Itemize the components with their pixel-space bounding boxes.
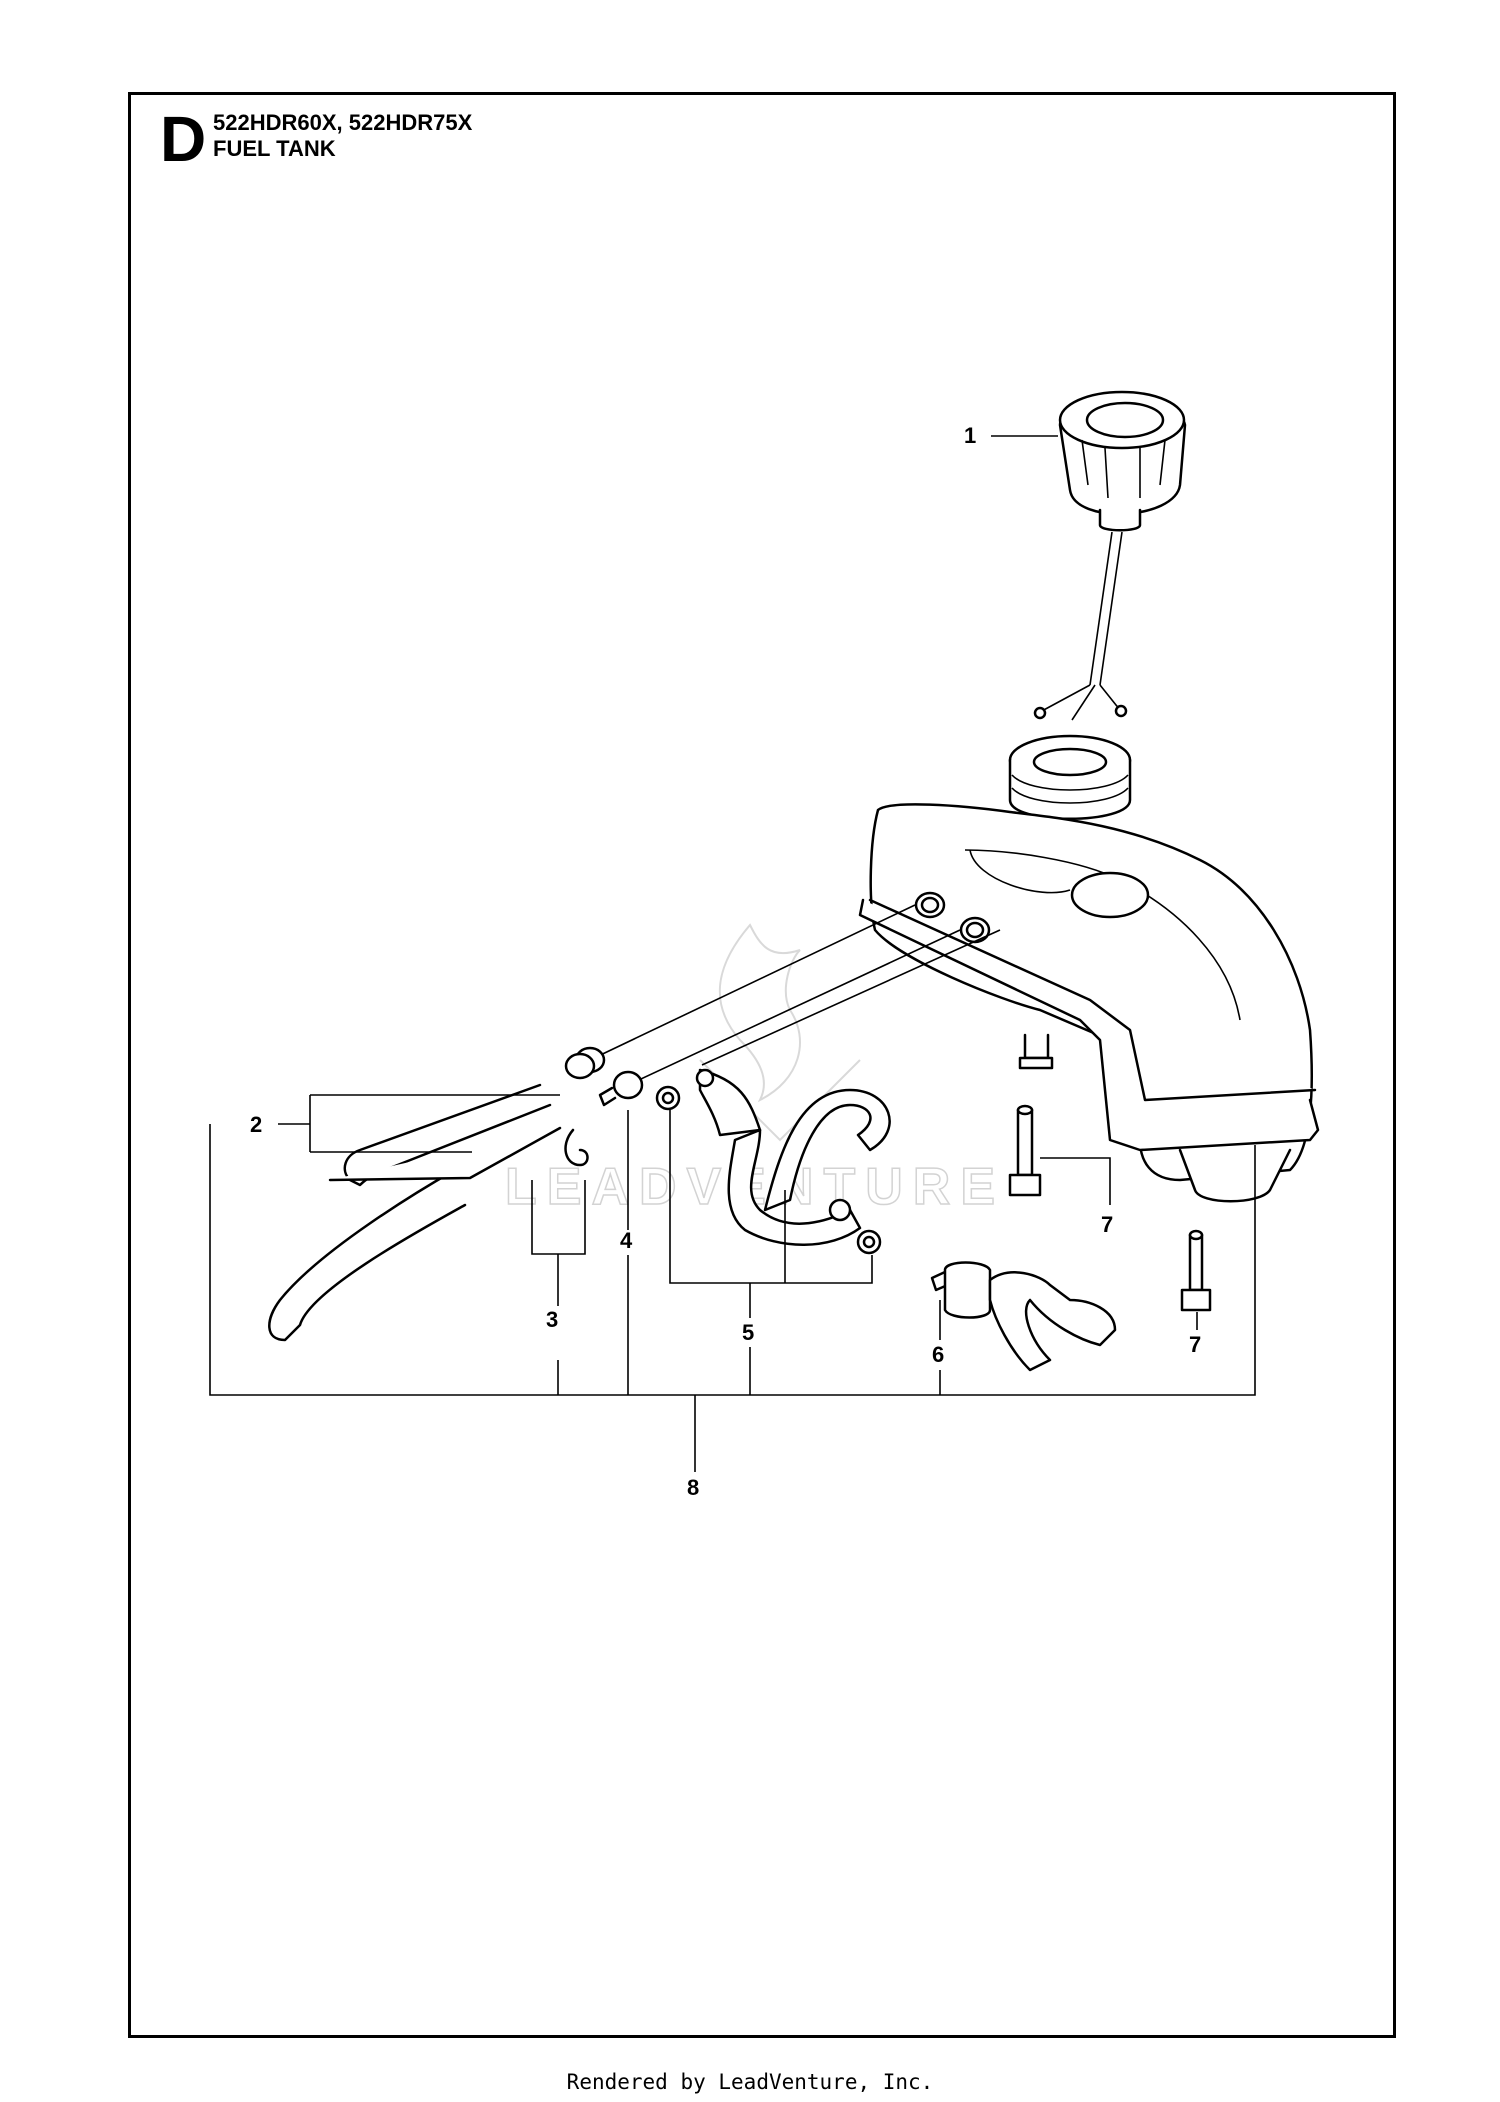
diagram-frame <box>128 92 1396 2038</box>
bolt-icon <box>1008 1104 1212 1312</box>
diagram-title: FUEL TANK <box>213 136 336 161</box>
fuel-tank-icon <box>858 734 1320 1203</box>
callout-2: 2 <box>250 1112 262 1137</box>
callout-6: 6 <box>932 1342 944 1367</box>
callout-5: 5 <box>742 1320 754 1345</box>
callout-8: 8 <box>687 1475 699 1500</box>
footer-credit: Rendered by LeadVenture, Inc. <box>566 2070 934 2094</box>
leader-lines <box>209 435 1256 1472</box>
callout-3: 3 <box>546 1307 558 1332</box>
fuel-filter-icon <box>930 1261 1117 1372</box>
callout-7-upper: 7 <box>1101 1212 1113 1237</box>
callout-7-lower: 7 <box>1189 1332 1201 1357</box>
grommet-icon <box>564 1046 882 1255</box>
section-letter: D <box>160 103 207 175</box>
fuel-hose-icon <box>268 1068 891 1342</box>
model-numbers: 522HDR60X, 522HDR75X <box>213 110 473 135</box>
callout-1: 1 <box>964 423 976 448</box>
callout-4: 4 <box>620 1228 633 1253</box>
fuel-cap-icon <box>1033 390 1187 721</box>
